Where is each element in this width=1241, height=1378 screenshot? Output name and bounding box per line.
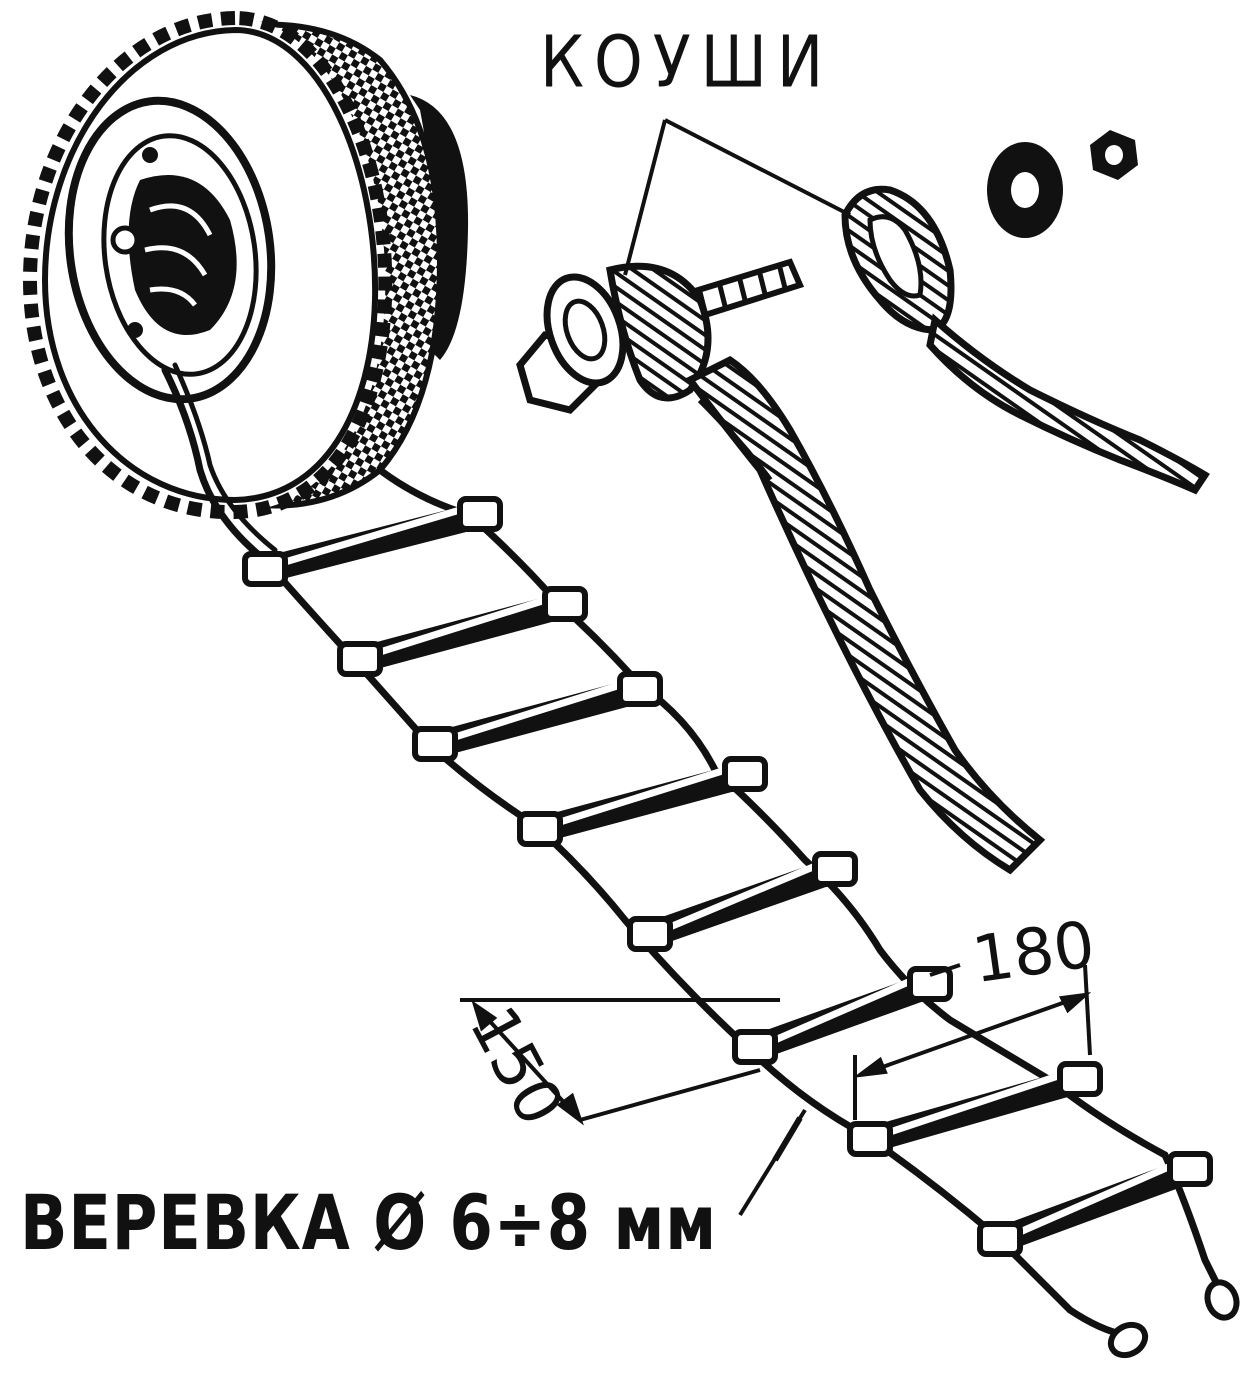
rung-1-right-knot [457, 496, 503, 532]
rung-4-left-knot [517, 811, 563, 847]
rung-8-right-knot [1167, 1151, 1213, 1187]
bolt-thimble [606, 262, 712, 402]
rope-end-loops [1107, 1279, 1240, 1359]
rung-5-right-knot [812, 851, 858, 887]
washer-and-nut [987, 130, 1138, 238]
rung-8 [977, 1151, 1213, 1257]
ladder-rungs [242, 496, 1213, 1257]
rung-6-left-knot [732, 1029, 778, 1065]
end-loop-left [1107, 1321, 1149, 1359]
rung-2 [337, 586, 588, 677]
dimension-150 [460, 998, 780, 1126]
rung-3-right-knot [617, 671, 663, 707]
bolt-rope [684, 355, 1046, 875]
rung-4 [517, 756, 768, 847]
thimble-bolt-detail [516, 258, 1046, 875]
rung-3-left-knot [412, 726, 458, 762]
rung-2-left-knot [337, 641, 383, 677]
thimbles-leader-lines [623, 118, 851, 276]
end-loop-right [1204, 1279, 1240, 1321]
rung-5 [627, 851, 858, 952]
rung-1-left-knot [242, 551, 288, 587]
rung-4-right-knot [722, 756, 768, 792]
rung-7-left-knot [847, 1121, 893, 1157]
thimbles-label: КОУШИ [540, 20, 834, 104]
rung-2-right-knot [542, 586, 588, 622]
wheel-hub [110, 147, 237, 338]
rope-leader-line [738, 1108, 807, 1217]
free-rope [926, 313, 1210, 495]
rung-5-left-knot [627, 916, 673, 952]
rung-8-left-knot [977, 1221, 1023, 1257]
dimension-180 [852, 963, 1092, 1120]
rung-3 [412, 671, 663, 762]
rung-7 [847, 1061, 1103, 1157]
rope-label: ВЕРЕВКА Ø 6÷8 мм [20, 1178, 717, 1267]
rung-6 [732, 966, 953, 1065]
rung-7-right-knot [1057, 1061, 1103, 1097]
wheel [22, 10, 469, 520]
rung-1 [242, 496, 503, 587]
rung-6-right-knot [907, 966, 953, 1002]
thimble-rope-detail [841, 185, 1210, 495]
